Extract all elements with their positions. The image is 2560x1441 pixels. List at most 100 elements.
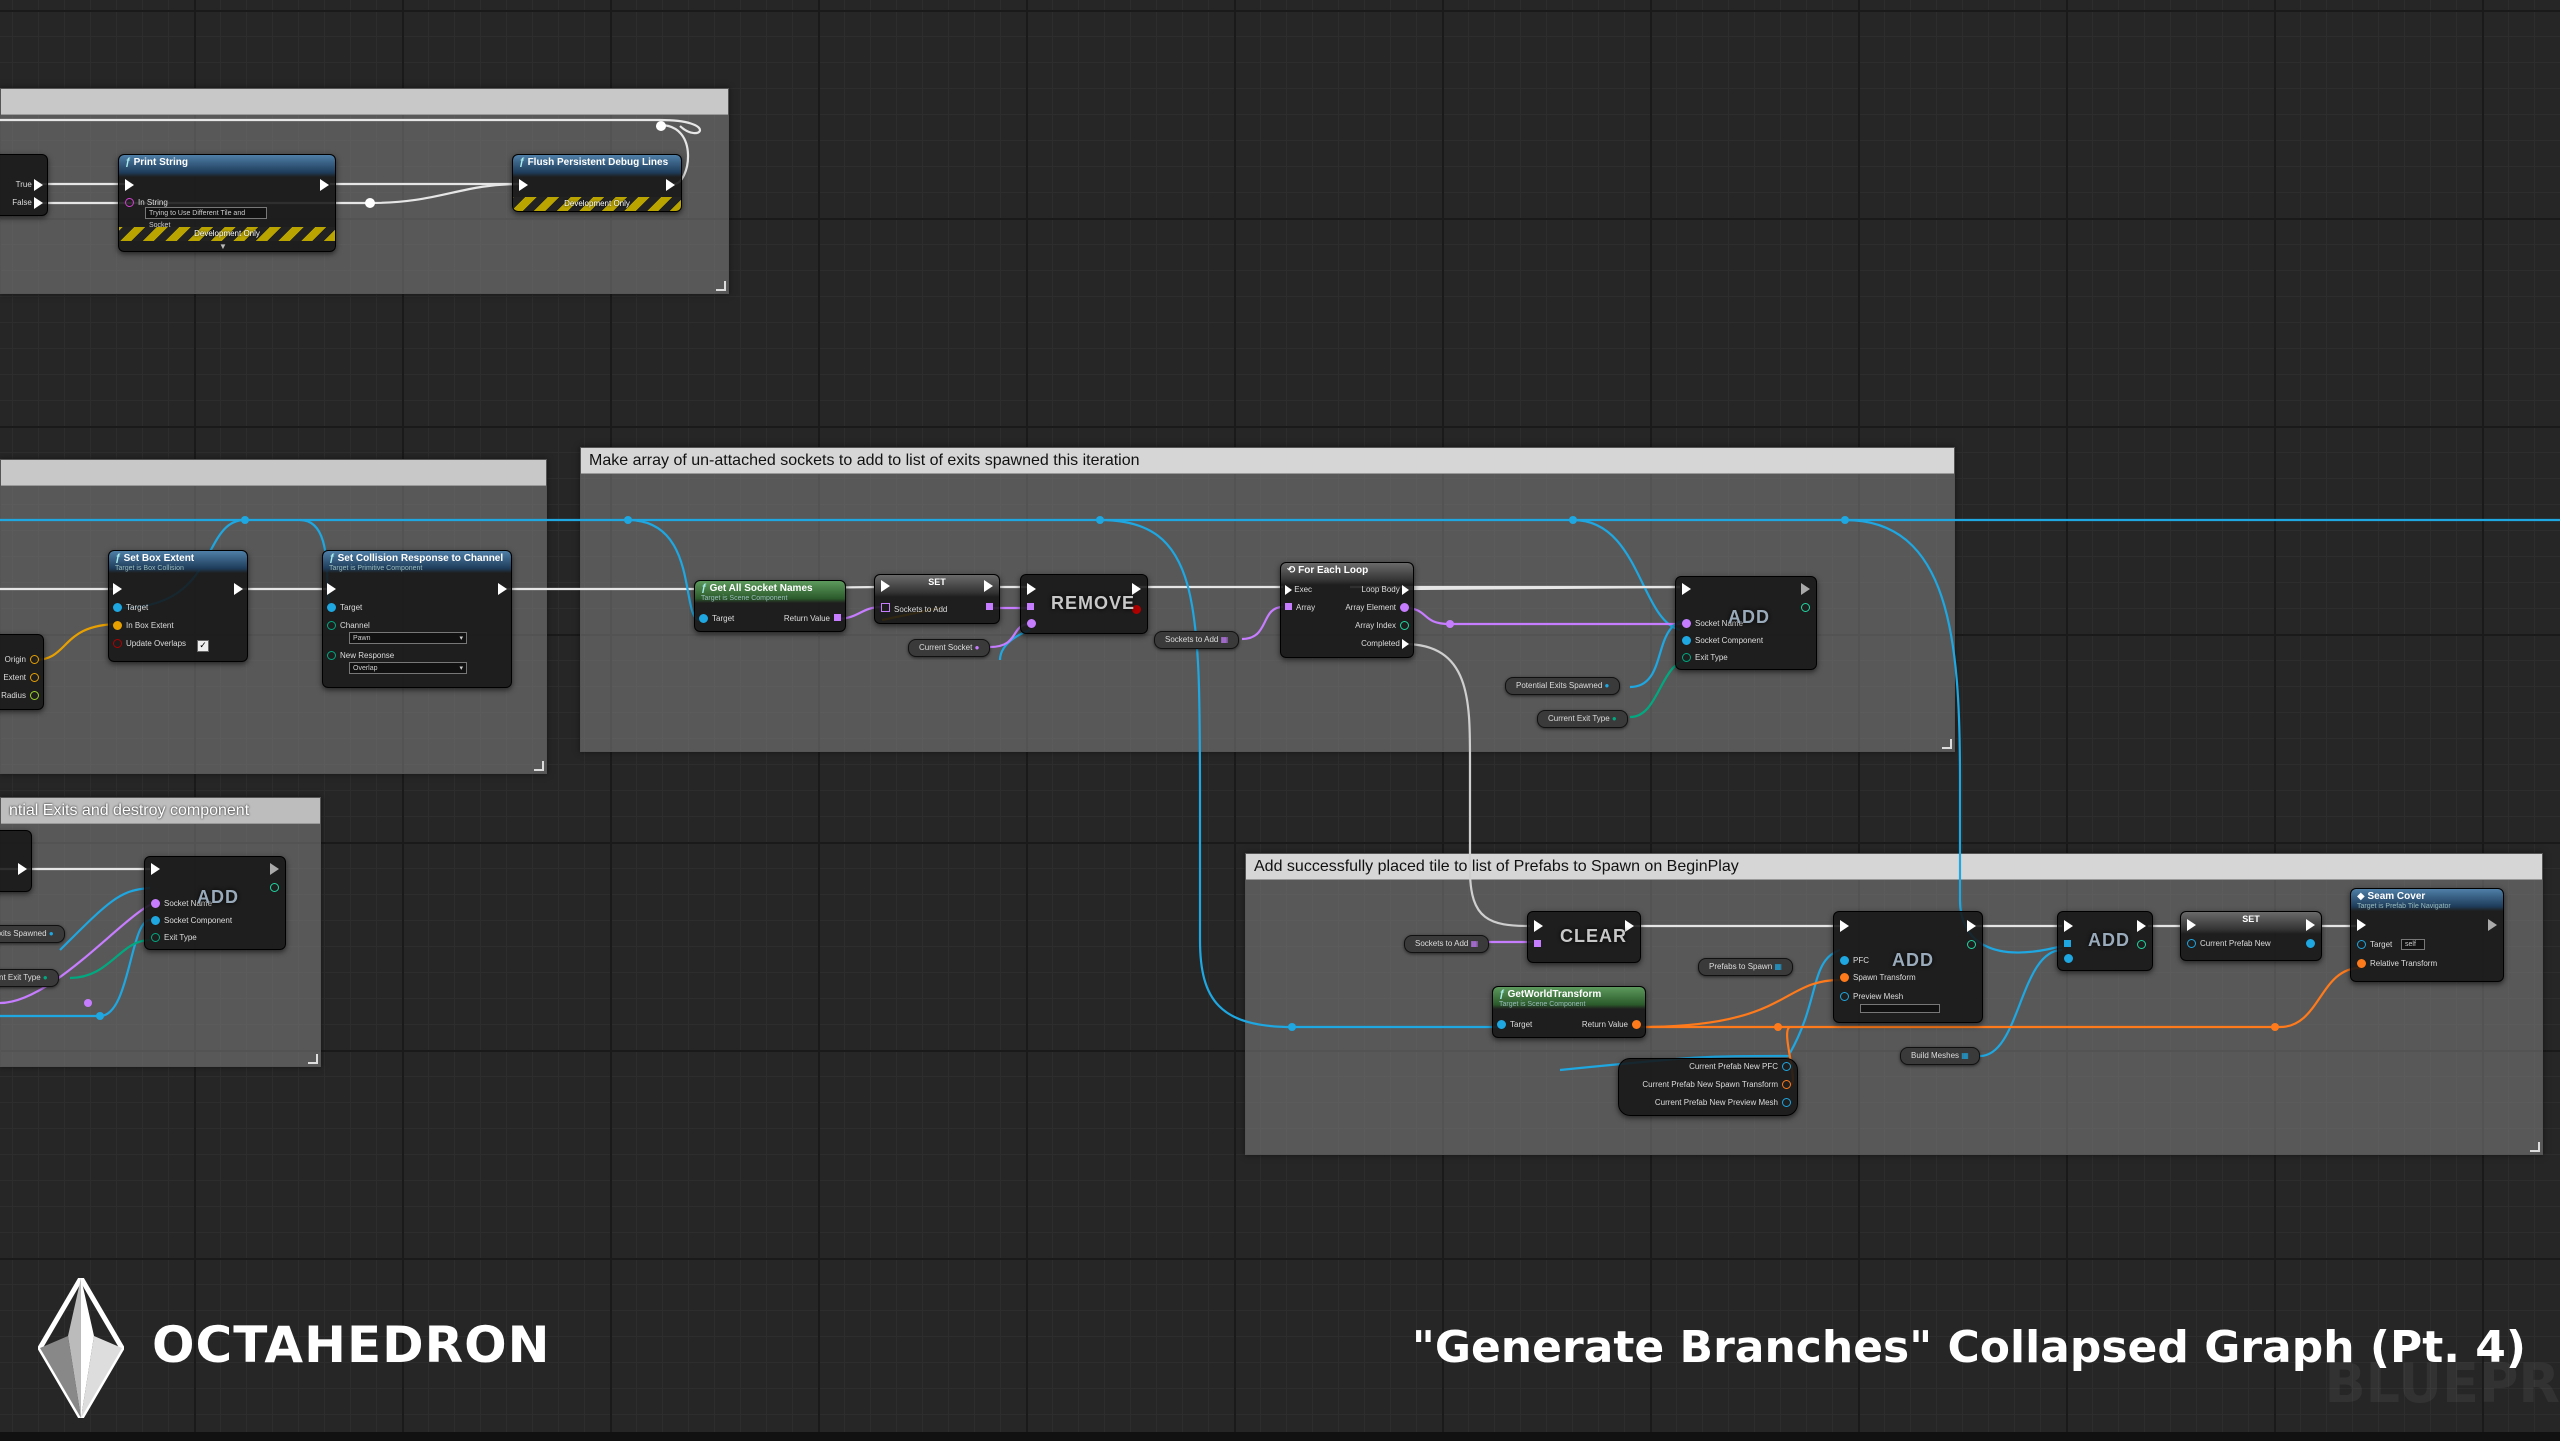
array-add-meshes-node[interactable]: ADD xyxy=(2057,911,2153,971)
exec-out-pin[interactable] xyxy=(234,583,243,595)
node-header[interactable]: SET xyxy=(2181,912,2321,934)
spawn-transform-pin[interactable]: Spawn Transform xyxy=(1840,973,1916,983)
in-string-field[interactable]: Trying to Use Different Tile and Socket xyxy=(145,207,267,229)
current-prefab-getter-node[interactable]: Current Prefab New PFC Current Prefab Ne… xyxy=(1618,1058,1798,1116)
channel-dropdown[interactable]: Pawn▾ xyxy=(349,632,467,644)
index-out-pin[interactable] xyxy=(1963,940,1976,950)
completed-pin[interactable]: Completed xyxy=(1361,639,1409,649)
exec-out-pin[interactable] xyxy=(1625,920,1634,932)
exec-in-pin[interactable] xyxy=(2064,920,2073,932)
array-add-prefab-node[interactable]: PFC Spawn Transform Preview Mesh ADD xyxy=(1833,911,1983,1023)
array-element-pin[interactable]: Array Element xyxy=(1345,603,1409,613)
array-remove-node[interactable]: REMOVE xyxy=(1020,574,1148,634)
resize-handle-icon[interactable] xyxy=(2530,1142,2540,1152)
array-out-pin[interactable] xyxy=(986,603,993,612)
exec-in-pin[interactable]: Exec xyxy=(1285,585,1312,595)
exec-out-pin[interactable] xyxy=(1801,583,1810,595)
comment-title[interactable]: ntial Exits and destroy component xyxy=(1,798,320,824)
exec-in-pin[interactable] xyxy=(151,863,160,875)
exec-out-pin[interactable] xyxy=(18,863,27,875)
exec-out-pin[interactable] xyxy=(1132,583,1141,595)
resize-handle-icon[interactable] xyxy=(716,281,726,291)
build-meshes-variable[interactable]: Build Meshes ▦ xyxy=(1900,1047,1980,1065)
exec-out-pin[interactable] xyxy=(984,580,993,592)
array-add-exits-node-left[interactable]: Socket Name Socket Component Exit Type A… xyxy=(144,856,286,950)
comment-title[interactable]: Add successfully placed tile to list of … xyxy=(1246,854,2542,880)
false-pin[interactable]: False xyxy=(12,197,43,209)
current-prefab-mesh-pin[interactable]: Current Prefab New Preview Mesh xyxy=(1655,1098,1791,1108)
exec-in-pin[interactable] xyxy=(2187,919,2196,931)
prefabs-to-spawn-variable[interactable]: Prefabs to Spawn ▦ xyxy=(1698,958,1793,976)
array-in-pin[interactable] xyxy=(1534,940,1541,949)
comment-title[interactable]: Make array of un-attached sockets to add… xyxy=(581,448,1954,474)
exec-out-pin[interactable] xyxy=(2137,920,2146,932)
item-pin[interactable] xyxy=(1027,619,1040,629)
exec-out-pin[interactable] xyxy=(498,583,507,595)
new-response-pin[interactable]: New Response xyxy=(327,651,394,661)
exec-out-icon[interactable] xyxy=(34,197,43,209)
target-pin[interactable]: Target xyxy=(1497,1020,1532,1030)
exec-out-pin[interactable] xyxy=(666,179,675,191)
update-overlaps-pin[interactable]: Update Overlaps xyxy=(113,639,186,649)
exec-in-pin[interactable] xyxy=(1534,920,1543,932)
new-response-dropdown[interactable]: Overlap▾ xyxy=(349,662,467,674)
sockets-to-add-pin[interactable]: Sockets to Add xyxy=(881,603,947,614)
current-prefab-new-pin[interactable]: Current Prefab New xyxy=(2187,939,2271,949)
set-sockets-to-add-node[interactable]: SET Sockets to Add xyxy=(874,574,1000,624)
set-current-prefab-node[interactable]: SET Current Prefab New xyxy=(2180,911,2322,961)
in-string-pin[interactable]: In String xyxy=(125,198,168,208)
array-in-pin[interactable] xyxy=(1027,603,1034,612)
exec-source-node-left[interactable] xyxy=(0,830,32,892)
radius-pin[interactable]: Radius xyxy=(1,691,39,701)
socket-name-pin[interactable]: Socket Name xyxy=(151,899,212,909)
channel-pin[interactable]: Channel xyxy=(327,621,370,631)
chevron-down-icon[interactable]: ▼ xyxy=(219,242,227,251)
exit-type-pin[interactable]: Exit Type xyxy=(1682,653,1728,663)
current-prefab-pfc-pin[interactable]: Current Prefab New PFC xyxy=(1689,1062,1791,1072)
resize-handle-icon[interactable] xyxy=(1942,739,1952,749)
shape-info-node[interactable]: Origin Extent Radius xyxy=(0,634,44,710)
current-exit-type-variable-left[interactable]: nt Exit Type ● xyxy=(0,969,59,987)
resize-handle-icon[interactable] xyxy=(308,1054,318,1064)
exec-in-pin[interactable] xyxy=(125,179,134,191)
relative-transform-pin[interactable]: Relative Transform xyxy=(2357,959,2437,969)
branch-node[interactable]: True False xyxy=(0,154,48,216)
array-index-pin[interactable]: Array Index xyxy=(1355,621,1409,631)
exec-in-pin[interactable] xyxy=(113,583,122,595)
socket-component-pin[interactable]: Socket Component xyxy=(1682,636,1763,646)
update-overlaps-checkbox[interactable]: ✓ xyxy=(197,640,209,652)
bool-out-pin[interactable] xyxy=(1128,605,1141,615)
struct-out-pin[interactable] xyxy=(2302,939,2315,949)
for-each-loop-node[interactable]: ⟲ For Each Loop Exec Loop Body Array Arr… xyxy=(1280,562,1414,658)
current-exit-type-variable[interactable]: Current Exit Type ● xyxy=(1537,710,1628,728)
array-add-exits-node[interactable]: Socket Name Socket Component Exit Type A… xyxy=(1675,576,1817,670)
extent-pin[interactable]: Extent xyxy=(3,673,39,683)
item-pin[interactable] xyxy=(2064,954,2077,964)
target-self-field[interactable]: self xyxy=(2401,939,2425,950)
exec-in-pin[interactable] xyxy=(327,583,336,595)
exec-in-pin[interactable] xyxy=(1682,583,1691,595)
array-clear-node[interactable]: CLEAR xyxy=(1527,911,1641,963)
sockets-to-add-variable[interactable]: Sockets to Add ▦ xyxy=(1154,631,1240,649)
in-box-extent-pin[interactable]: In Box Extent xyxy=(113,621,174,631)
index-out-pin[interactable] xyxy=(266,883,279,893)
target-pin[interactable]: Target xyxy=(699,614,734,624)
exec-in-pin[interactable] xyxy=(881,580,890,592)
exec-out-pin[interactable] xyxy=(320,179,329,191)
socket-component-pin[interactable]: Socket Component xyxy=(151,916,232,926)
current-socket-variable[interactable]: Current Socket ● xyxy=(908,639,991,657)
preview-mesh-field[interactable] xyxy=(1860,1004,1940,1013)
exec-out-pin[interactable] xyxy=(270,863,279,875)
index-out-pin[interactable] xyxy=(1797,603,1810,613)
current-prefab-spawn-pin[interactable]: Current Prefab New Spawn Transform xyxy=(1642,1080,1791,1090)
